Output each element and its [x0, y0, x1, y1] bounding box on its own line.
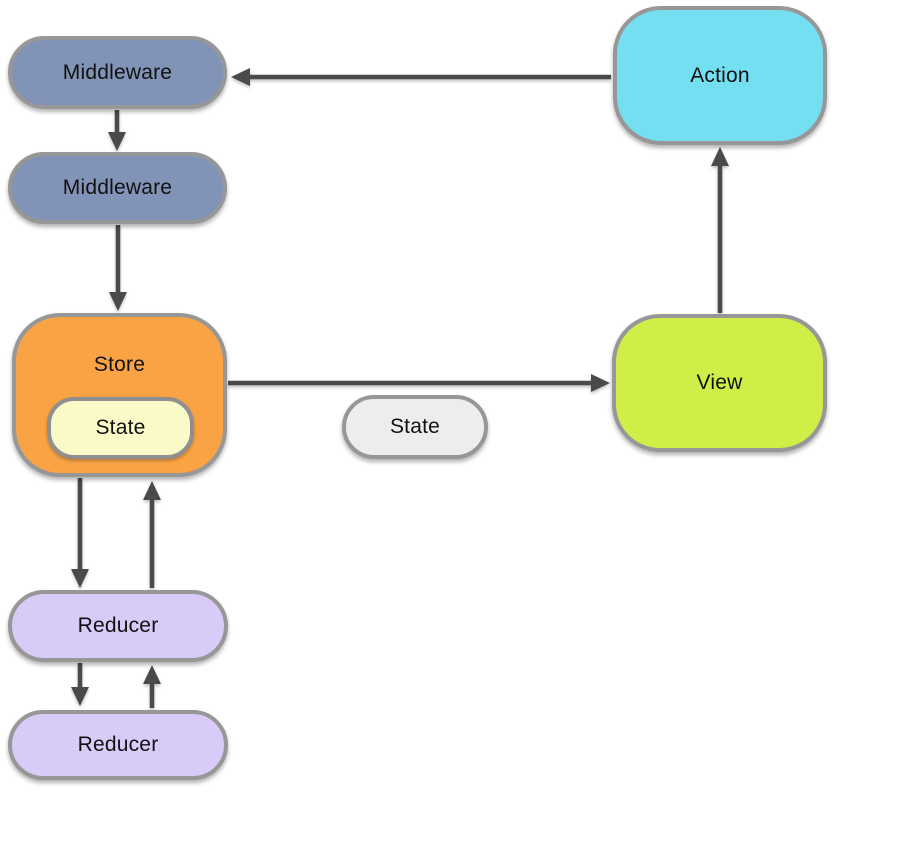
node-state-label: State [389, 415, 441, 438]
node-store: Store State [12, 313, 227, 477]
node-action-label: Action [690, 63, 750, 87]
node-store-state: State [47, 397, 194, 459]
node-middleware-1: Middleware [8, 36, 227, 109]
node-view: View [612, 314, 827, 452]
arrow-view-to-action [711, 147, 729, 313]
node-view-label: View [696, 371, 743, 394]
arrow-reducer2-to-reducer1 [143, 665, 161, 708]
node-store-label: Store [93, 353, 146, 376]
node-state: State [342, 395, 488, 459]
arrow-store-to-view [228, 374, 610, 392]
arrow-action-to-middleware1 [231, 68, 611, 86]
node-reducer-2-label: Reducer [77, 733, 159, 756]
node-reducer-1: Reducer [8, 590, 228, 662]
arrow-middleware1-to-middleware2 [108, 110, 126, 151]
node-store-state-label: State [95, 416, 146, 439]
arrow-reducer1-to-store [143, 481, 161, 588]
node-middleware-1-label: Middleware [62, 60, 173, 84]
node-reducer-2: Reducer [8, 710, 228, 780]
node-middleware-2: Middleware [8, 152, 227, 224]
node-middleware-2-label: Middleware [62, 176, 173, 199]
node-reducer-1-label: Reducer [77, 614, 159, 637]
arrow-reducer1-to-reducer2 [71, 663, 89, 706]
arrow-store-to-reducer1 [71, 478, 89, 588]
node-action: Action [613, 6, 827, 145]
arrow-middleware2-to-store [109, 225, 127, 311]
